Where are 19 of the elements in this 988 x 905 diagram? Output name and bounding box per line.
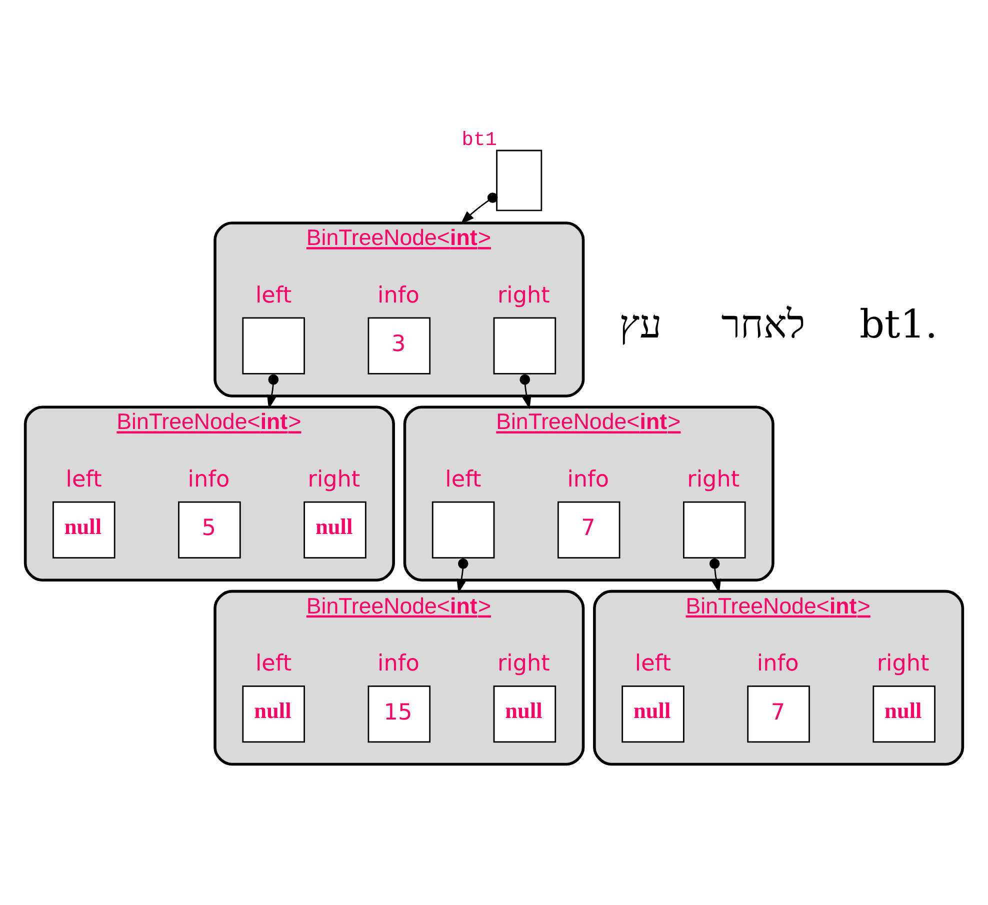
node-label: right bbox=[876, 650, 930, 677]
label: bt1. bbox=[860, 302, 938, 348]
node-label: left bbox=[445, 466, 482, 492]
node-label: left bbox=[66, 466, 102, 492]
node-label: left bbox=[255, 282, 292, 308]
node-label: right bbox=[687, 466, 740, 492]
node-label: info bbox=[756, 650, 799, 677]
node-label: right bbox=[308, 466, 360, 492]
node-label: bt1 bbox=[462, 129, 497, 152]
node-label: right bbox=[497, 282, 550, 308]
node-label: right bbox=[497, 650, 550, 677]
label: לאחר bbox=[721, 302, 806, 348]
node-label: left bbox=[255, 650, 292, 677]
node-label: info bbox=[188, 466, 230, 492]
node-label: left bbox=[634, 650, 672, 677]
node-label: info bbox=[378, 282, 420, 308]
node-label: info bbox=[378, 650, 420, 677]
node-label: info bbox=[567, 466, 610, 492]
label: עץ bbox=[619, 302, 662, 348]
